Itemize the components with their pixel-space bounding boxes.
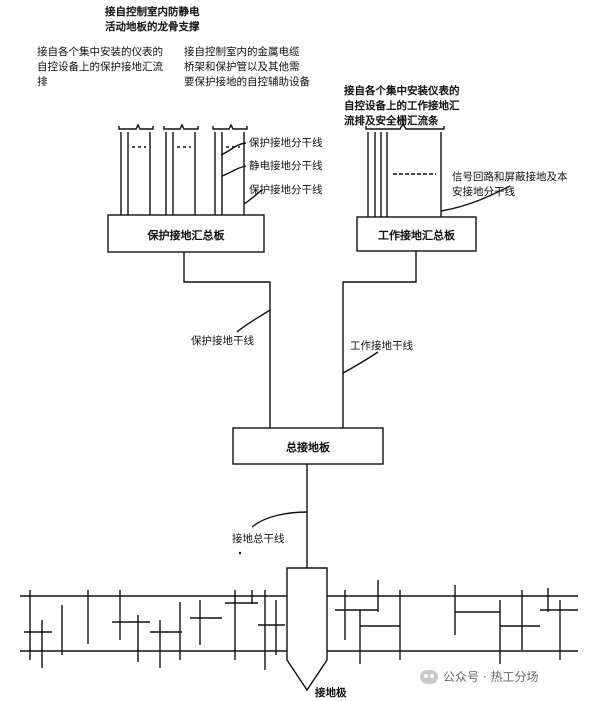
wechat-icon bbox=[420, 669, 438, 684]
watermark-text: 公众号 · 热工分场 bbox=[443, 670, 539, 684]
left-conductors bbox=[120, 132, 245, 215]
label-electrode: 接地极 bbox=[315, 687, 347, 699]
protect-board-label: 保护接地汇总板 bbox=[147, 229, 225, 242]
label-top-support: 接自控制室内防静电 活动地板的龙骨支撑 bbox=[105, 6, 200, 33]
label-protect-trunk: 保护接地干线 bbox=[191, 335, 254, 347]
label-main-trunk: 接地总干线 bbox=[232, 533, 285, 545]
right-brace bbox=[365, 122, 445, 130]
main-trunk-leader bbox=[251, 511, 308, 528]
ground-grid bbox=[20, 580, 578, 670]
main-board-box bbox=[232, 427, 384, 465]
label-protect-branch-2: 保护接地分干线 bbox=[249, 184, 323, 196]
label-cable-tray: 接自控制室内的金属电缆 桥架和保护管以及其他需 要保护接地的自控辅助设备 bbox=[184, 46, 310, 88]
left-braces bbox=[118, 123, 248, 130]
label-protect-branch-1: 保护接地分干线 bbox=[249, 137, 323, 149]
branch-leaders bbox=[220, 142, 511, 212]
dot-marker bbox=[238, 551, 242, 555]
protect-trunk-line bbox=[183, 252, 271, 428]
label-left-protect-busbar: 接自各个集中安装的仪表的 自控设备上的保护接地汇流 排 bbox=[37, 46, 163, 88]
protect-board-box bbox=[107, 214, 265, 253]
label-static-branch: 静电接地分干线 bbox=[249, 160, 323, 172]
right-conductors bbox=[367, 132, 442, 217]
watermark: 公众号 · 热工分场 bbox=[420, 668, 538, 685]
main-board-label: 总接地板 bbox=[286, 441, 330, 454]
protect-trunk-leader bbox=[236, 309, 271, 333]
work-board-label: 工作接地汇总板 bbox=[378, 229, 455, 242]
ground-electrode bbox=[286, 567, 328, 692]
work-trunk-line bbox=[342, 251, 417, 428]
label-right-work-busbar: 接自各个集中安装仪表的 自控设备上的工作接地汇 流排及安全栅汇流条 bbox=[344, 85, 460, 127]
label-signal-branch: 信号回路和屏蔽接地及本 安接地分干线 bbox=[452, 171, 568, 198]
work-trunk-leader bbox=[342, 351, 379, 374]
label-work-trunk: 工作接地干线 bbox=[350, 340, 413, 352]
